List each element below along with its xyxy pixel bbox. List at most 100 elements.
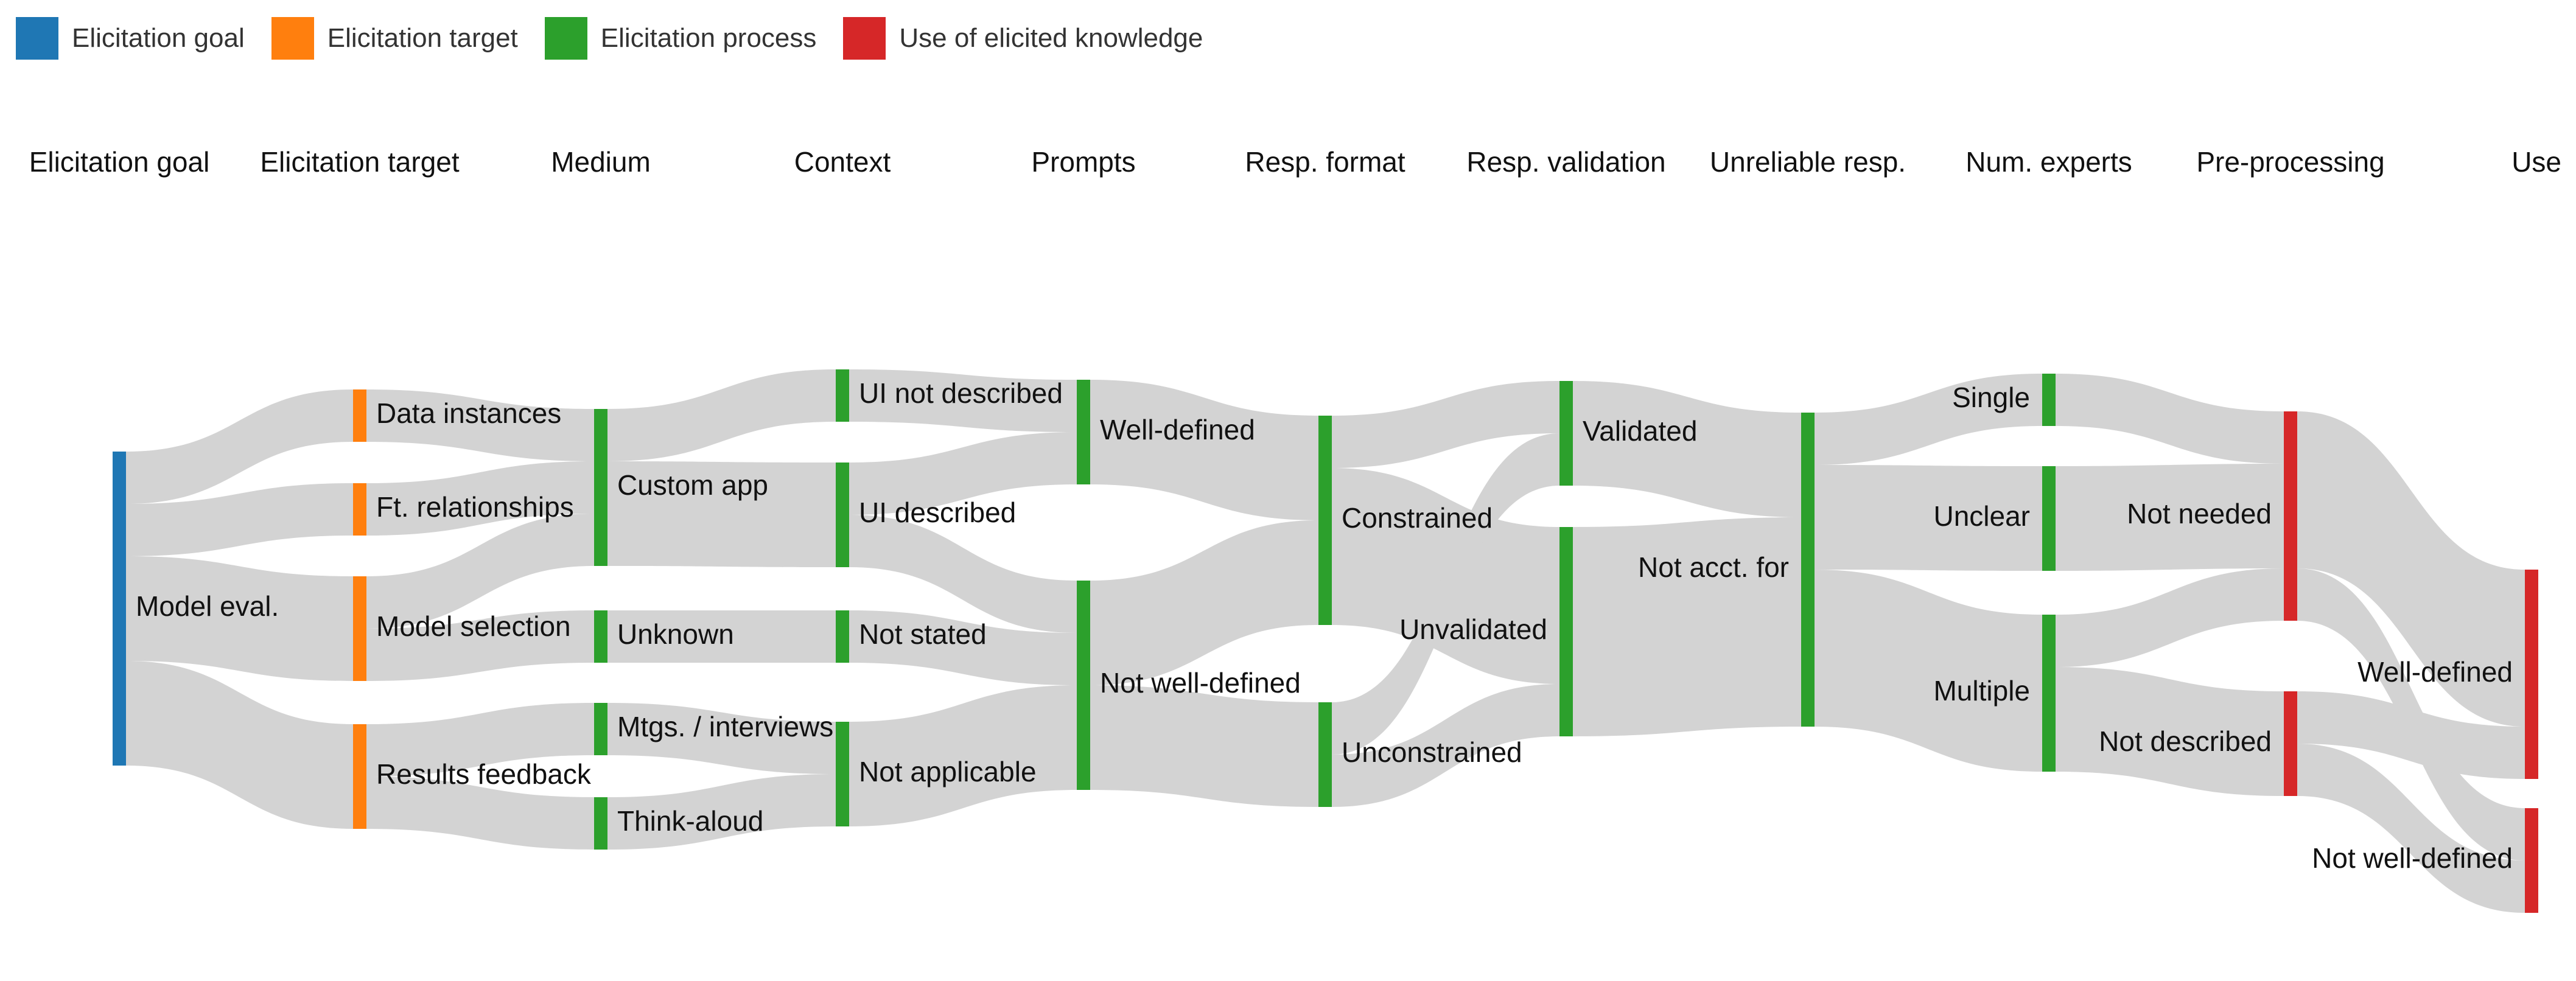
column-header-1: Elicitation target bbox=[260, 146, 459, 178]
legend: Elicitation goal Elicitation target Elic… bbox=[16, 17, 1230, 60]
link-t_model_selection-to-m_custom_app bbox=[366, 514, 594, 629]
node-t_ft_relationships bbox=[353, 483, 366, 536]
node-label-goal_model_eval: Model eval. bbox=[136, 590, 279, 622]
node-label-use_well_defined: Well-defined bbox=[2357, 656, 2513, 688]
legend-item-elicitation-goal: Elicitation goal bbox=[16, 17, 245, 60]
column-header-10: Use bbox=[2511, 146, 2561, 178]
link-t_results_feedback-to-m_meetings bbox=[366, 703, 594, 777]
node-label-c_ui_not_described: UI not described bbox=[859, 377, 1063, 409]
link-v_validated-to-u_not_acct_for bbox=[1573, 381, 1801, 517]
legend-swatch-use-of-elicited-knowledge bbox=[843, 17, 886, 60]
link-pp_not_needed-to-use_well_defined bbox=[2297, 411, 2525, 727]
link-pp_not_described-to-use_not_well_defined bbox=[2297, 744, 2525, 913]
node-label-c_not_applicable: Not applicable bbox=[859, 756, 1037, 787]
node-label-use_not_well_defined: Not well-defined bbox=[2312, 842, 2513, 874]
node-label-c_not_stated: Not stated bbox=[859, 618, 987, 650]
node-v_unvalidated bbox=[1559, 527, 1573, 736]
column-headers: Elicitation goal Elicitation target Medium… bbox=[29, 146, 2561, 178]
link-goal_model_eval-to-t_data_instances bbox=[126, 389, 353, 504]
node-n_multiple bbox=[2042, 615, 2056, 772]
node-label-u_not_acct_for: Not acct. for bbox=[1638, 551, 1789, 583]
legend-swatch-elicitation-target bbox=[271, 17, 314, 60]
link-u_not_acct_for-to-n_multiple bbox=[1815, 570, 2042, 772]
link-n_single-to-pp_not_needed bbox=[2056, 374, 2284, 464]
column-header-3: Context bbox=[794, 146, 891, 178]
node-n_single bbox=[2042, 374, 2056, 426]
link-goal_model_eval-to-t_ft_relationships bbox=[126, 483, 353, 556]
legend-swatch-elicitation-process bbox=[544, 17, 587, 60]
legend-label: Elicitation target bbox=[327, 23, 518, 53]
node-label-m_unknown: Unknown bbox=[617, 618, 734, 650]
node-f_constrained bbox=[1318, 416, 1332, 625]
node-n_unclear bbox=[2042, 466, 2056, 571]
column-header-2: Medium bbox=[551, 146, 651, 178]
link-n_multiple-to-pp_not_described bbox=[2056, 667, 2284, 796]
node-use_well_defined bbox=[2525, 570, 2538, 779]
node-label-n_single: Single bbox=[1952, 382, 2030, 413]
legend-label: Elicitation process bbox=[600, 23, 817, 53]
link-t_ft_relationships-to-m_custom_app bbox=[366, 461, 594, 536]
link-m_meetings-to-c_not_applicable bbox=[607, 703, 836, 774]
node-p_well_defined bbox=[1077, 380, 1090, 484]
node-label-p_not_well_defined: Not well-defined bbox=[1100, 667, 1301, 699]
link-v_unvalidated-to-u_not_acct_for bbox=[1573, 517, 1801, 736]
link-p_not_well_defined-to-f_unconstrained bbox=[1090, 685, 1318, 807]
node-t_model_selection bbox=[353, 576, 366, 681]
column-header-7: Unreliable resp. bbox=[1710, 146, 1906, 178]
node-t_data_instances bbox=[353, 389, 366, 442]
node-v_validated bbox=[1559, 381, 1573, 486]
column-header-0: Elicitation goal bbox=[29, 146, 210, 178]
legend-label: Elicitation goal bbox=[72, 23, 245, 53]
node-m_think_aloud bbox=[594, 797, 607, 850]
node-label-p_well_defined: Well-defined bbox=[1100, 414, 1255, 445]
node-f_unconstrained bbox=[1318, 702, 1332, 807]
node-label-t_results_feedback: Results feedback bbox=[376, 758, 592, 790]
node-goal_model_eval bbox=[113, 452, 126, 766]
node-m_custom_app bbox=[594, 409, 607, 566]
node-c_not_stated bbox=[836, 610, 849, 663]
node-label-m_think_aloud: Think-aloud bbox=[617, 805, 763, 837]
legend-item-elicitation-target: Elicitation target bbox=[271, 17, 518, 60]
link-goal_model_eval-to-t_model_selection bbox=[126, 556, 353, 681]
node-label-t_data_instances: Data instances bbox=[376, 397, 561, 429]
node-label-n_multiple: Multiple bbox=[1933, 675, 2030, 707]
node-m_unknown bbox=[594, 610, 607, 663]
node-label-c_ui_described: UI described bbox=[859, 497, 1016, 528]
link-c_not_applicable-to-p_not_well_defined bbox=[849, 685, 1077, 826]
column-header-8: Num. experts bbox=[1965, 146, 2132, 178]
node-use_not_well_defined bbox=[2525, 808, 2538, 913]
link-u_not_acct_for-to-n_unclear bbox=[1815, 465, 2042, 571]
link-p_well_defined-to-f_constrained bbox=[1090, 380, 1318, 520]
link-c_not_stated-to-p_not_well_defined bbox=[849, 610, 1077, 685]
link-m_think_aloud-to-c_not_applicable bbox=[607, 774, 836, 850]
node-u_not_acct_for bbox=[1801, 413, 1815, 727]
link-m_custom_app-to-c_ui_not_described bbox=[607, 369, 836, 461]
link-n_unclear-to-pp_not_needed bbox=[2056, 464, 2284, 571]
link-c_ui_not_described-to-p_well_defined bbox=[849, 369, 1077, 432]
nodes-layer bbox=[113, 369, 2538, 913]
node-label-m_meetings: Mtgs. / interviews bbox=[617, 711, 833, 742]
legend-item-use-of-elicited-knowledge: Use of elicited knowledge bbox=[843, 17, 1203, 60]
link-f_constrained-to-v_validated bbox=[1332, 381, 1559, 468]
link-m_unknown-to-c_not_stated bbox=[607, 610, 836, 663]
node-p_not_well_defined bbox=[1077, 581, 1090, 790]
node-c_ui_not_described bbox=[836, 369, 849, 422]
node-label-f_constrained: Constrained bbox=[1342, 502, 1493, 534]
node-c_not_applicable bbox=[836, 722, 849, 826]
node-label-m_custom_app: Custom app bbox=[617, 469, 768, 501]
link-c_ui_described-to-p_not_well_defined bbox=[849, 515, 1077, 633]
link-p_not_well_defined-to-f_constrained bbox=[1090, 520, 1318, 685]
node-t_results_feedback bbox=[353, 724, 366, 829]
link-u_not_acct_for-to-n_single bbox=[1815, 374, 2042, 465]
link-t_results_feedback-to-m_think_aloud bbox=[366, 777, 594, 850]
node-label-v_unvalidated: Unvalidated bbox=[1399, 613, 1547, 645]
link-f_unconstrained-to-v_unvalidated bbox=[1332, 684, 1559, 807]
node-label-pp_not_described: Not described bbox=[2099, 725, 2272, 757]
link-c_ui_described-to-p_well_defined bbox=[849, 432, 1077, 515]
node-label-t_model_selection: Model selection bbox=[376, 610, 571, 642]
legend-swatch-elicitation-goal bbox=[16, 17, 58, 60]
link-t_model_selection-to-m_unknown bbox=[366, 610, 594, 681]
column-header-6: Resp. validation bbox=[1466, 146, 1665, 178]
